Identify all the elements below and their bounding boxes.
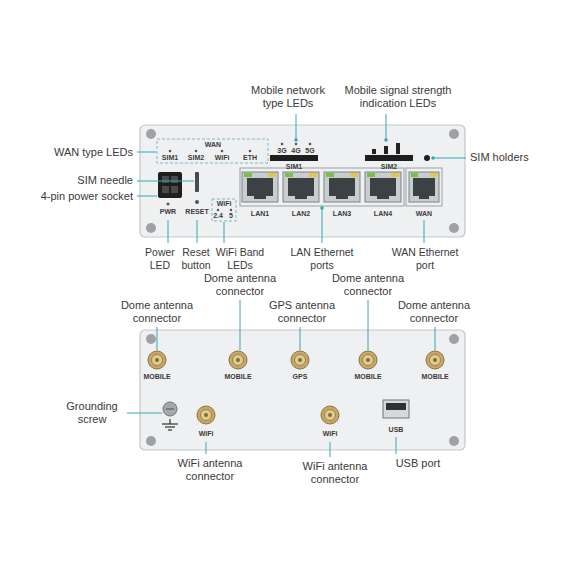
- device-marking: WiFi: [191, 430, 221, 438]
- reset-hole: [195, 200, 199, 204]
- callout-label: 4-pin power socket: [13, 190, 133, 203]
- callout-label: LAN Ethernet ports: [280, 246, 364, 271]
- device-marking: WAN: [409, 210, 439, 218]
- callout-label: Dome antenna connector: [391, 299, 477, 325]
- antenna-connectors: [148, 351, 444, 424]
- device-marking: WiFi: [207, 154, 237, 162]
- device-marking: PWR: [156, 208, 180, 216]
- device-marking: SIM2: [181, 154, 211, 162]
- callout-label: Mobile network type LEDs: [240, 84, 336, 110]
- grounding-screw: [163, 402, 177, 416]
- device-marking: 3G: [275, 147, 289, 155]
- callout-label: Reset button: [176, 246, 216, 271]
- device-marking: SIM2: [374, 163, 404, 171]
- device-marking: MOBILE: [139, 373, 175, 381]
- callout-label: Dome antenna connector: [325, 272, 411, 298]
- callout-label: Dome antenna connector: [114, 299, 200, 325]
- device-marking: RESET: [183, 208, 211, 216]
- wifi-led-dots: [217, 209, 232, 211]
- back-panel: [140, 330, 465, 450]
- ground-symbol: [162, 419, 178, 430]
- wan-port-frame: [406, 168, 442, 206]
- device-marking: 2.4: [212, 212, 224, 220]
- lan-port-frame: [240, 168, 404, 206]
- device-marking: LAN3: [327, 210, 357, 218]
- device-marking: SIM1: [155, 154, 185, 162]
- wan-port: [409, 172, 439, 202]
- sim-needle: [195, 172, 199, 192]
- device-marking: ETH: [235, 154, 265, 162]
- led-dots: [169, 143, 312, 153]
- callout-label: SIM needle: [23, 174, 133, 187]
- device-marking: LAN1: [245, 210, 275, 218]
- callout-label: Grounding screw: [57, 400, 127, 426]
- callout-label: Mobile signal strength indication LEDs: [333, 84, 463, 110]
- device-marking: USB: [381, 426, 411, 434]
- signal-bars: [372, 143, 400, 154]
- sim-slot: [270, 155, 318, 161]
- callout-label: Power LED: [140, 246, 180, 271]
- callout-label: WAN Ethernet port: [383, 246, 467, 271]
- power-socket: [158, 172, 182, 198]
- callout-label: WAN type LEDs: [23, 146, 133, 159]
- device-marking: MOBILE: [220, 373, 256, 381]
- leader-lines: [127, 114, 466, 457]
- device-marking: 5: [225, 212, 237, 220]
- device-marking: WiFi: [315, 430, 345, 438]
- callout-label: GPS antenna connector: [259, 299, 345, 325]
- device-marking: LAN2: [286, 210, 316, 218]
- callout-label: SIM holders: [470, 151, 565, 164]
- device-marking: MOBILE: [417, 373, 453, 381]
- power-led: [167, 203, 170, 206]
- device-marking: LAN4: [368, 210, 398, 218]
- ethernet-ports: [242, 172, 401, 202]
- device-marking: SIM1: [279, 163, 309, 171]
- sim-eject-hole: [424, 155, 430, 161]
- callout-label: WiFi Band LEDs: [212, 246, 268, 271]
- panel-screws: [146, 334, 459, 446]
- device-marking: GPS: [282, 373, 318, 381]
- device-marking: 4G: [289, 147, 303, 155]
- device-marking: WAN: [198, 141, 228, 149]
- callout-label: Dome antenna connector: [197, 272, 283, 298]
- callout-label: WiFi antenna connector: [292, 460, 378, 486]
- callout-label: WiFi antenna connector: [167, 457, 253, 483]
- wifi-led-group: [212, 199, 236, 221]
- usb-port: [383, 400, 409, 418]
- callout-label: USB port: [383, 457, 453, 470]
- device-marking: MOBILE: [350, 373, 386, 381]
- leader-dots: [294, 138, 435, 210]
- device-marking: WiFi: [213, 200, 235, 208]
- sim-slot: [365, 155, 413, 161]
- device-marking: 5G: [303, 147, 317, 155]
